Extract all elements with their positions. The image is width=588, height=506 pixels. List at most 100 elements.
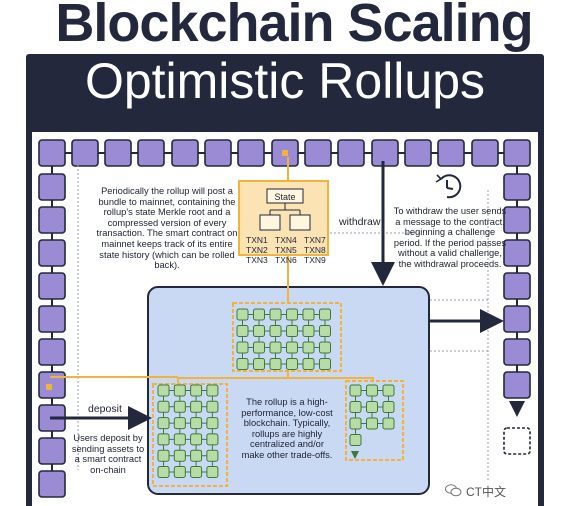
state-cell xyxy=(190,433,203,446)
state-cell xyxy=(253,308,265,321)
state-cell xyxy=(349,384,362,397)
chain-block xyxy=(104,139,132,167)
txn-label: TXN2 xyxy=(246,245,268,255)
state-cell xyxy=(157,384,170,397)
state-cell xyxy=(302,358,315,370)
state-cell xyxy=(269,325,282,337)
chain-block xyxy=(503,272,531,300)
state-cell xyxy=(302,341,315,354)
txn-label: TXN8 xyxy=(304,245,326,255)
chain-block xyxy=(503,239,531,267)
state-cell xyxy=(319,325,331,337)
txn-label: TXN7 xyxy=(304,235,326,245)
state-cell xyxy=(236,358,249,370)
state-cell xyxy=(190,400,203,413)
state-cell xyxy=(286,308,298,321)
state-cell xyxy=(382,384,395,397)
rollup-right-block xyxy=(345,380,404,461)
state-label: State xyxy=(274,192,295,202)
state-cell xyxy=(157,400,170,413)
rollup-right-down-arrow xyxy=(351,451,359,459)
state-grid xyxy=(349,384,395,446)
chain-block xyxy=(204,139,232,167)
state-cell xyxy=(349,417,362,430)
state-cell xyxy=(173,400,186,413)
state-cell xyxy=(173,449,186,462)
withdraw-description: To withdraw the user sends a message to … xyxy=(393,206,507,269)
deposit-label: deposit xyxy=(88,403,122,415)
state-cell xyxy=(157,466,170,478)
chain-block xyxy=(404,139,432,167)
chain-block xyxy=(437,139,465,167)
pending-block xyxy=(503,427,531,455)
dotted-connectors xyxy=(77,165,489,480)
state-cell xyxy=(190,449,203,462)
chain-block xyxy=(503,139,531,167)
orange-connectors xyxy=(50,157,374,384)
state-cell xyxy=(157,449,170,462)
state-cell xyxy=(302,308,315,321)
subtitle: Optimistic Rollups xyxy=(84,53,486,109)
chain-block xyxy=(71,139,99,167)
state-cell xyxy=(269,341,282,354)
state-cell xyxy=(382,401,395,413)
merkle-tree-lines xyxy=(269,203,301,215)
bundle-marker xyxy=(282,150,288,156)
state-cell xyxy=(319,308,331,321)
state-cell xyxy=(206,449,219,462)
chain-block xyxy=(304,139,332,167)
chain-block xyxy=(503,206,531,234)
chain-block xyxy=(471,139,499,167)
state-cell xyxy=(206,433,219,446)
chain-block xyxy=(171,139,199,167)
txn-label: TXN1 xyxy=(246,235,268,245)
chain-block xyxy=(503,371,531,399)
rollup-top-block xyxy=(232,302,342,372)
state-cell xyxy=(319,341,331,354)
state-cell xyxy=(302,325,315,337)
state-grid xyxy=(157,384,219,478)
rollup-state-grids xyxy=(157,308,395,478)
withdraw-label: withdraw xyxy=(339,216,381,228)
state-cell xyxy=(190,384,203,397)
txn-label: TXN4 xyxy=(275,235,297,245)
state-cell xyxy=(236,308,249,321)
state-cell xyxy=(366,401,378,413)
state-cell xyxy=(206,384,219,397)
state-cell xyxy=(206,466,219,478)
state-cell xyxy=(269,358,282,370)
merkle-left-node xyxy=(259,214,281,231)
state-cell xyxy=(190,417,203,430)
state-cell xyxy=(236,341,249,354)
chain-block xyxy=(38,470,66,498)
clock-icon xyxy=(435,174,462,199)
chain-block xyxy=(137,139,165,167)
state-cell xyxy=(206,417,219,430)
state-cell xyxy=(319,358,331,370)
txn-label: TXN9 xyxy=(304,255,326,265)
chain-block xyxy=(337,139,365,167)
state-cell xyxy=(349,434,362,446)
bundle-marker xyxy=(46,384,52,390)
state-cell xyxy=(253,341,265,354)
chain-block xyxy=(237,139,265,167)
chain-block xyxy=(38,437,66,465)
state-cell xyxy=(253,325,265,337)
state-cell xyxy=(236,325,249,337)
chain-block xyxy=(503,173,531,201)
merkle-right-node xyxy=(289,214,311,231)
state-cell xyxy=(173,417,186,430)
rollup-description: The rollup is a high-performance, low-co… xyxy=(241,397,333,460)
state-cell xyxy=(157,433,170,446)
main-title: Blockchain Scaling xyxy=(55,0,533,53)
txn-label: TXN3 xyxy=(246,255,268,265)
chain-block xyxy=(371,139,399,167)
txn-label: TXN6 xyxy=(275,255,297,265)
chain-block xyxy=(38,338,66,366)
chain-block xyxy=(38,139,66,167)
state-cell xyxy=(366,417,378,430)
chain-block xyxy=(38,206,66,234)
chain-block xyxy=(38,173,66,201)
state-grid xyxy=(236,308,331,370)
